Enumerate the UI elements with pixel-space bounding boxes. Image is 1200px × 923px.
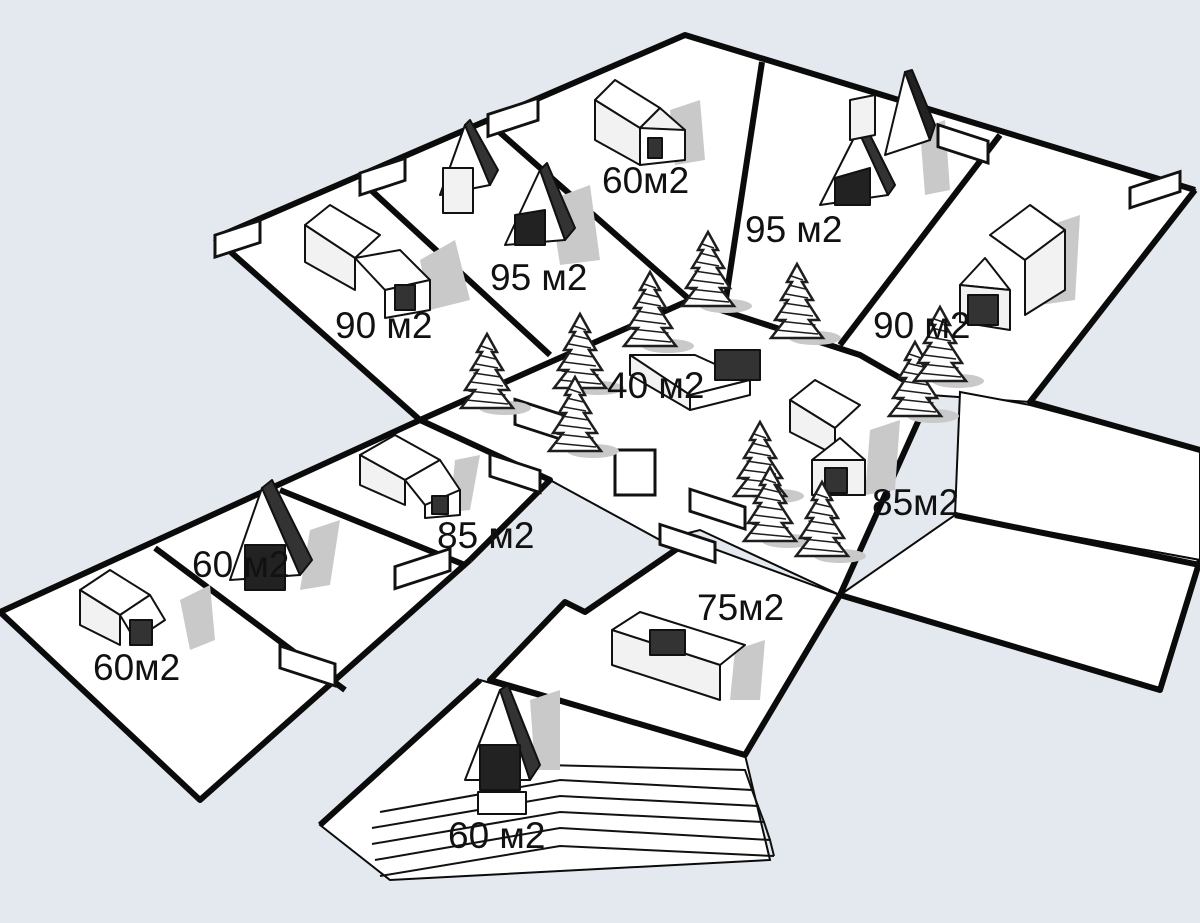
pergola-icon — [658, 522, 717, 565]
conifer-tree-icon — [912, 305, 984, 388]
plot-area-label: 60 м2 — [192, 544, 289, 585]
pergola-icon — [213, 218, 262, 260]
plot-area-label: 95 м2 — [490, 257, 587, 298]
house-icon — [79, 569, 166, 646]
houses — [79, 69, 1066, 815]
plot-area-label: 85 м2 — [437, 515, 534, 556]
plot-area-label: 75м2 — [697, 587, 784, 628]
conifer-tree-icon — [887, 340, 959, 423]
conifer-tree-icon — [769, 262, 841, 345]
house-icon — [594, 79, 686, 166]
plot-area-label: 40 м2 — [607, 365, 704, 406]
plot-area-label: 95 м2 — [745, 209, 842, 250]
area-labels: 60м2 95 м2 95 м2 90 м2 90 м2 40 м2 85 м2… — [93, 160, 970, 856]
trees — [459, 230, 984, 563]
house-icon — [359, 434, 461, 519]
house-icon — [229, 479, 313, 591]
plot-area-label: 90 м2 — [335, 305, 432, 346]
conifer-tree-icon — [547, 375, 619, 458]
terraces — [371, 764, 775, 877]
plot-area-label: 60м2 — [602, 160, 689, 201]
house-icon — [439, 119, 576, 246]
pergola-icon — [486, 96, 540, 139]
conifer-tree-icon — [794, 480, 866, 563]
plot-area-label: 90 м2 — [873, 305, 970, 346]
pergola-icon — [688, 487, 747, 532]
conifer-tree-icon — [680, 230, 752, 313]
house-icon — [629, 349, 761, 411]
pergola-icon — [358, 156, 407, 198]
plot-boundaries — [0, 32, 1200, 828]
plot-area-label: 60 м2 — [448, 815, 545, 856]
pergola-icon — [393, 546, 452, 591]
house-icon — [959, 204, 1066, 331]
conifer-tree-icon — [552, 312, 624, 395]
pergola-icon — [488, 452, 542, 495]
house-icon — [819, 69, 936, 206]
house-icon — [611, 611, 746, 701]
pergola-icon — [278, 643, 337, 688]
pergola-icon — [613, 448, 657, 497]
conifer-tree-icon — [459, 332, 531, 415]
pergola-icon — [936, 122, 990, 166]
house-icon — [464, 684, 541, 815]
house-icon — [304, 204, 431, 319]
plot-area-label: 85м2 — [872, 482, 959, 523]
plot-area-label: 60м2 — [93, 647, 180, 688]
pergola-icon — [1128, 169, 1182, 210]
conifer-tree-icon — [622, 270, 694, 353]
